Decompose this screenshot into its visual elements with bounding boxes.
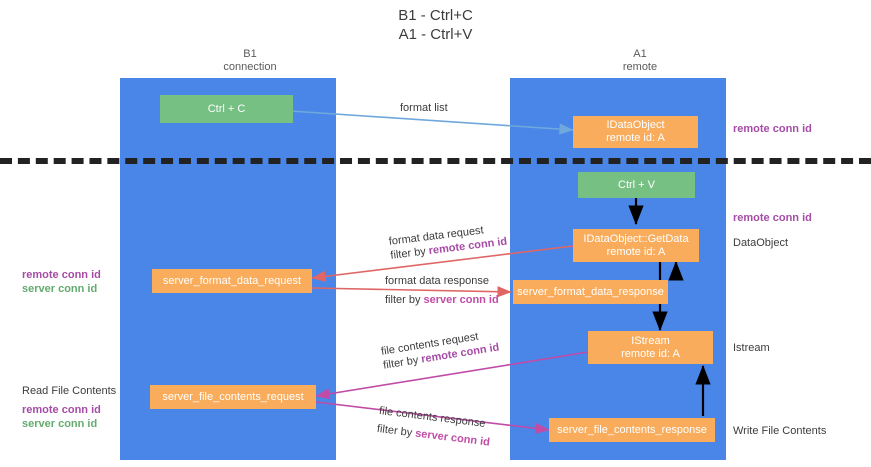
caption-file-contents-response: file contents response filter by server … <box>376 404 493 450</box>
caption-format-list: format list <box>400 102 448 114</box>
annotation-right-dataobject: DataObject <box>733 237 789 249</box>
title-line-2: A1 - Ctrl+V <box>398 26 473 43</box>
column-header-a1: A1 remote <box>545 48 735 74</box>
node-server-format-data-response[interactable]: server_format_data_response <box>513 280 668 304</box>
node-ctrl-v[interactable]: Ctrl + V <box>578 172 695 198</box>
node-getdata-line2: remote id: A <box>606 245 666 258</box>
caption-fdresp-value: server conn id <box>423 294 499 306</box>
diagram-title: B1 - Ctrl+C A1 - Ctrl+V <box>0 6 871 44</box>
node-server-file-contents-request-label: server_file_contents_request <box>162 390 304 403</box>
node-idataobject-line2: remote id: A <box>606 132 665 144</box>
node-idataobject[interactable]: IDataObject remote id: A <box>573 116 698 148</box>
column-a1-sub: remote <box>622 61 658 73</box>
node-server-file-contents-request[interactable]: server_file_contents_request <box>150 385 316 409</box>
node-istream[interactable]: IStream remote id: A <box>588 331 713 364</box>
caption-fcresp-value: server conn id <box>414 427 491 449</box>
caption-format-data-response-line1: format data response <box>385 275 489 287</box>
annotation-right-remote-conn-id-mid: remote conn id <box>733 212 812 224</box>
caption-format-data-request: format data request filter by remote con… <box>388 221 508 263</box>
caption-format-data-response-line2: filter by server conn id <box>385 293 499 307</box>
annotation-right-istream: Istream <box>733 342 770 354</box>
caption-fcresp-prefix: filter by <box>376 422 416 440</box>
node-ctrl-c[interactable]: Ctrl + C <box>160 95 293 123</box>
node-ctrl-c-label: Ctrl + C <box>207 102 246 115</box>
annotation-left-read-file-contents: Read File Contents <box>22 385 117 397</box>
node-getdata-line1: IDataObject::GetData <box>583 232 689 245</box>
caption-file-contents-request: file contents request filter by remote c… <box>380 327 500 373</box>
annotation-left-remote-conn-id: remote conn id <box>22 269 101 281</box>
node-ctrl-v-label: Ctrl + V <box>618 178 655 191</box>
annotation-left-server-conn-id-2: server conn id <box>22 418 98 430</box>
column-b1-name: B1 <box>243 48 257 60</box>
annotation-right-write-file-contents: Write File Contents <box>733 425 827 437</box>
caption-format-data-response: format data response filter by server co… <box>385 274 499 307</box>
node-idataobject-getdata[interactable]: IDataObject::GetData remote id: A <box>573 229 699 262</box>
node-istream-line2: remote id: A <box>621 347 680 360</box>
node-server-format-data-request[interactable]: server_format_data_request <box>152 269 312 293</box>
caption-fdr-prefix: filter by <box>389 245 430 262</box>
column-header-b1: B1 connection <box>155 48 345 74</box>
node-istream-line1: IStream <box>631 334 670 347</box>
title-line-1: B1 - Ctrl+C <box>398 7 473 24</box>
node-server-format-data-response-label: server_format_data_response <box>517 285 664 298</box>
node-idataobject-line1: IDataObject <box>606 119 665 131</box>
column-b1-sub: connection <box>223 61 277 73</box>
phase-divider <box>0 158 871 164</box>
node-server-format-data-request-label: server_format_data_request <box>162 274 302 287</box>
node-server-file-contents-response[interactable]: server_file_contents_response <box>549 418 715 442</box>
column-a1-name: A1 <box>633 48 647 60</box>
caption-fdresp-prefix: filter by <box>385 294 424 306</box>
annotation-right-remote-conn-id-top: remote conn id <box>733 123 812 135</box>
annotation-left-server-conn-id: server conn id <box>22 283 98 295</box>
annotation-left-remote-conn-id-2: remote conn id <box>22 404 101 416</box>
node-server-file-contents-response-label: server_file_contents_response <box>557 423 707 436</box>
